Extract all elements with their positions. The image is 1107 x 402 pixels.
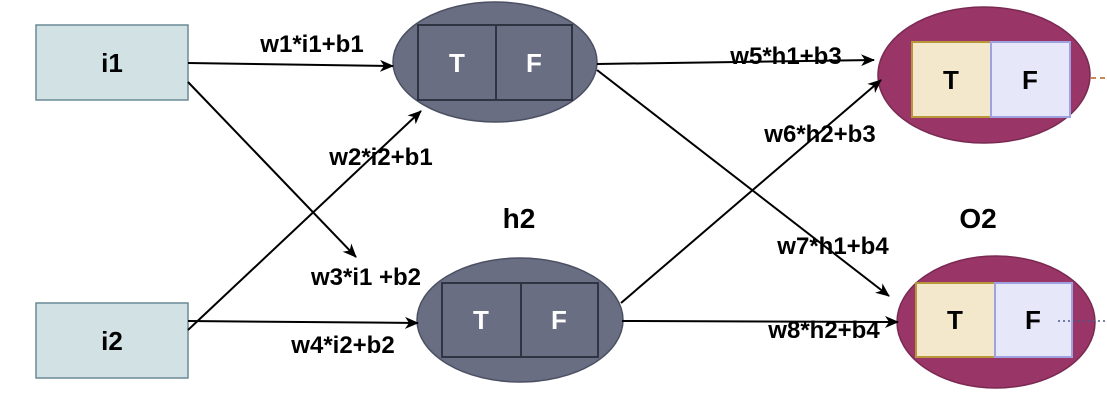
true-cell-label: T (449, 48, 465, 78)
edge-label-h2-o2: w8*h2+b4 (767, 317, 880, 344)
hidden-node-h1: T F (392, 1, 598, 123)
edge-h2-o2 (621, 315, 899, 328)
true-cell-label: T (947, 305, 963, 335)
edge-label-h1-o1: w5*h1+b3 (729, 43, 841, 70)
edge-label-h1-o2: w7*h1+b4 (776, 233, 889, 260)
false-cell-label: F (551, 305, 567, 335)
edge-h1-o1 (596, 54, 875, 67)
edge-h2-o1 (620, 79, 882, 304)
false-cell (520, 282, 599, 358)
edge-label-h2-o1: w6*h2+b3 (763, 121, 875, 148)
false-cell-label: F (1022, 65, 1038, 95)
hidden-node-h2: T F (416, 257, 624, 383)
edge-h1-o2 (596, 69, 890, 297)
false-cell (495, 24, 573, 101)
hidden-node-h2-title: h2 (503, 203, 536, 234)
edge-label-i1-h1: w1*i1+b1 (259, 31, 363, 58)
output-node-o2: T F (896, 255, 1107, 389)
input-node-label: i1 (101, 48, 123, 78)
true-cell-label: T (943, 65, 959, 95)
output-node-o1: T F (877, 6, 1107, 144)
edge-label-i2-h1: w2*i2+b1 (328, 144, 432, 171)
true-cell-label: T (473, 305, 489, 335)
edge-i1-h2 (187, 81, 357, 258)
edge-i2-h1 (187, 110, 422, 331)
output-node-o2-title: O2 (959, 203, 996, 234)
false-cell (990, 41, 1071, 118)
input-node-box (35, 302, 189, 379)
edge-label-i1-h2: w3*i1 +b2 (310, 264, 421, 291)
input-node-i1: i1 (35, 24, 189, 101)
input-node-label: i2 (101, 326, 123, 356)
input-node-i2: i2 (35, 302, 189, 379)
edge-i1-h1 (187, 59, 394, 72)
true-cell (911, 41, 992, 118)
input-node-box (35, 24, 189, 101)
edge-i2-h2 (187, 316, 419, 329)
false-cell-label: F (1025, 305, 1041, 335)
edge-label-i2-h2: w4*i2+b2 (290, 332, 394, 359)
false-cell-label: F (526, 48, 542, 78)
false-cell (994, 282, 1073, 358)
